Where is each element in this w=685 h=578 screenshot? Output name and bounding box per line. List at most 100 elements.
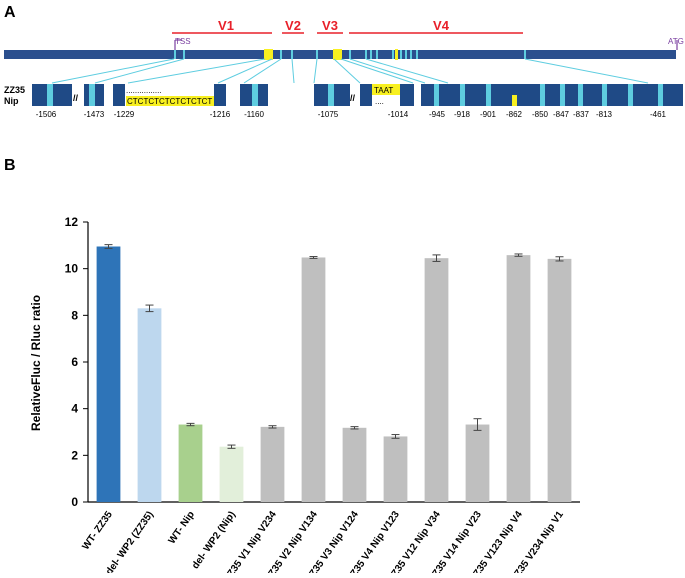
track-snp-tick	[405, 50, 407, 59]
y-tick-label: 4	[71, 402, 78, 416]
pos-label: -813	[596, 110, 613, 119]
connector-line	[340, 58, 414, 84]
sequence-alignment: // ................ CTCTCTCTCTCTCTCT // …	[32, 84, 683, 106]
pos-label: -1506	[36, 110, 57, 119]
atg-label: ATG	[668, 37, 684, 46]
track-snp-tick	[416, 50, 418, 59]
category-label: WT- ZZ35	[80, 509, 115, 552]
track-snp-tick	[291, 50, 293, 59]
region-label-v4: V4	[433, 18, 450, 33]
bar	[219, 446, 244, 502]
bar	[465, 424, 490, 502]
insertion-seq: CTCTCTCTCTCTCTCT	[127, 97, 212, 106]
panel-a-letter: A	[4, 4, 16, 21]
row-label-nip: Nip	[4, 96, 19, 106]
seq-block	[360, 84, 372, 106]
track-snp-tick	[349, 50, 351, 59]
seq-snp-highlight	[602, 84, 607, 106]
bar	[260, 426, 285, 502]
region-label-v3: V3	[322, 18, 338, 33]
bar	[96, 246, 121, 502]
insertion-gap: ................	[126, 86, 162, 95]
y-tick-label: 12	[65, 215, 79, 229]
y-tick-label: 8	[71, 308, 78, 322]
seq-snp-highlight	[328, 84, 334, 106]
pos-label: -461	[650, 110, 667, 119]
tss-label: TSS	[175, 37, 191, 46]
track-snp-ticks	[174, 49, 526, 60]
pos-label: -945	[429, 110, 446, 119]
seq-separator: //	[73, 93, 79, 103]
bar	[137, 308, 162, 502]
pos-label: -918	[454, 110, 471, 119]
connector-line	[313, 58, 318, 84]
panel-b-letter: B	[4, 157, 16, 174]
connector-line	[365, 58, 449, 84]
pos-label: -1075	[318, 110, 339, 119]
taat-seq: TAAT	[374, 86, 393, 95]
track-snp-tick	[410, 50, 412, 59]
region-label-v1: V1	[218, 18, 234, 33]
seq-block	[214, 84, 226, 106]
track-snp-tick	[370, 50, 372, 59]
seq-snp-highlight	[512, 95, 517, 106]
insertion-box	[126, 96, 218, 106]
region-label-v2: V2	[285, 18, 301, 33]
pos-label: -850	[532, 110, 549, 119]
category-label: del- WP2 (Nip)	[190, 509, 238, 571]
track-snp-tick	[376, 50, 378, 59]
connector-line	[524, 58, 649, 84]
region-group: V1 V2 V3 V4	[172, 18, 523, 34]
bar	[342, 427, 367, 502]
bar	[383, 436, 408, 502]
track-snp-tick	[280, 50, 282, 59]
connector-lines	[51, 58, 649, 84]
y-tick-label: 10	[65, 262, 79, 276]
track-snp-tick	[524, 50, 526, 59]
seq-snp-highlight	[658, 84, 663, 106]
track-snp-tick	[392, 50, 394, 59]
category-label: WT- Nip	[167, 509, 197, 546]
track-snp-tick	[316, 50, 318, 59]
position-labels: -1506 -1473 -1229 -1216 -1160 -1075 -101…	[36, 110, 667, 119]
y-tick-label: 0	[71, 495, 78, 509]
track-snp-tick	[365, 50, 367, 59]
bar	[547, 258, 572, 502]
taat-box	[372, 84, 400, 95]
connector-line	[291, 58, 295, 84]
y-axis-title: RelativeFluc / Rluc ratio	[29, 295, 43, 431]
track-snp-tick	[400, 50, 402, 59]
seq-snp-highlight	[560, 84, 565, 106]
pos-label: -901	[480, 110, 497, 119]
row-label-zz35: ZZ35	[4, 85, 25, 95]
bar	[424, 258, 449, 502]
connector-line	[94, 58, 185, 84]
seq-snp-highlight	[89, 84, 95, 106]
pos-label: -847	[553, 110, 570, 119]
seq-snp-highlight	[540, 84, 545, 106]
seq-snp-highlight	[252, 84, 258, 106]
pos-label: -1229	[114, 110, 135, 119]
pos-label: -1014	[388, 110, 409, 119]
pos-label: -1216	[210, 110, 231, 119]
seq-separator: //	[350, 93, 356, 103]
seq-block	[400, 84, 414, 106]
seq-snp-highlight	[47, 84, 53, 106]
connector-line	[349, 58, 426, 84]
seq-snp-highlight	[434, 84, 439, 106]
seq-snp-highlight	[486, 84, 491, 106]
track-snp-tick	[183, 50, 185, 59]
connector-line	[127, 58, 266, 84]
bar	[301, 257, 326, 502]
bar	[178, 424, 203, 502]
connector-line	[243, 58, 282, 84]
bar	[506, 255, 531, 502]
pos-label: -837	[573, 110, 590, 119]
track-indel-box	[264, 49, 273, 60]
seq-snp-highlight	[578, 84, 583, 106]
seq-block	[113, 84, 125, 106]
seq-snp-highlight	[628, 84, 633, 106]
